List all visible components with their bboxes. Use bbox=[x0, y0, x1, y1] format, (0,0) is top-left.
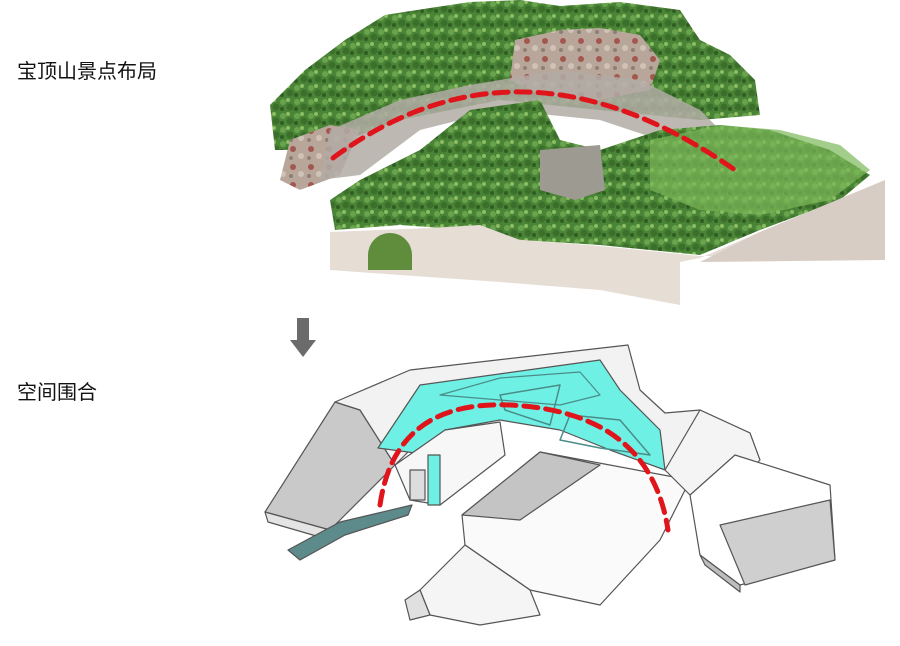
down-arrow-icon bbox=[290, 318, 316, 357]
stone-path bbox=[320, 70, 730, 180]
layout-label: 宝顶山景点布局 bbox=[17, 59, 157, 83]
massing-model bbox=[264, 344, 836, 626]
enclosure-arc-top bbox=[330, 89, 738, 173]
right-wall bbox=[700, 180, 885, 262]
temple-building bbox=[540, 145, 605, 200]
base-wall bbox=[330, 180, 885, 305]
site-model bbox=[270, 0, 885, 305]
water-channel bbox=[287, 504, 413, 561]
enclosure-arc-bottom bbox=[377, 402, 671, 533]
enclosure-label: 空间围合 bbox=[17, 380, 97, 404]
arch-opening bbox=[368, 233, 412, 270]
